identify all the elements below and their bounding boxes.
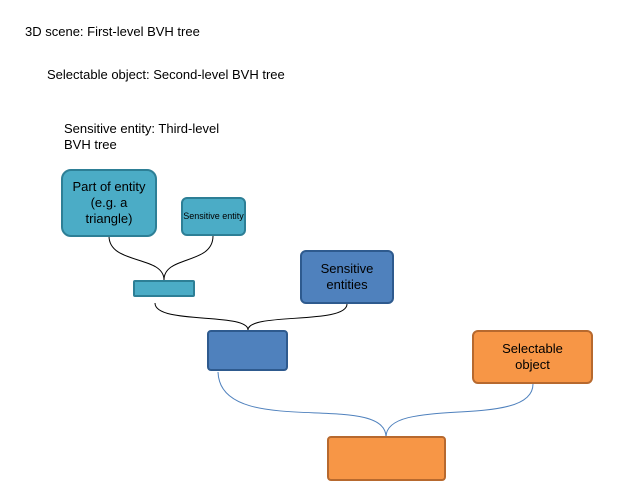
connector-part-to-leaf <box>108 235 165 281</box>
selectable-object-label: Selectable object <box>502 341 563 372</box>
connector-sensitive-entity-to-leaf <box>163 235 214 281</box>
selectable-object-title: Selectable object: Second-level BVH tree <box>47 67 285 82</box>
first-level-node <box>327 436 446 481</box>
connector-selectable-to-root <box>217 371 387 438</box>
sensitive-entity-node: Sensitive entity <box>181 197 246 236</box>
sensitive-entity-small-label: Sensitive entity <box>183 211 244 221</box>
connector-third-level-to-node <box>154 302 249 331</box>
part-of-entity-label: Part of entity (e.g. a triangle) <box>72 179 146 226</box>
sensitive-entities-label: Sensitive entities <box>320 261 374 292</box>
second-level-node <box>207 330 288 371</box>
sensitive-entities-node: Sensitive entities <box>300 250 394 304</box>
connector-selectable-object-to-root <box>385 383 534 438</box>
part-of-entity-node: Part of entity (e.g. a triangle) <box>61 169 157 237</box>
selectable-object-node: Selectable object <box>472 330 593 384</box>
sensitive-entity-title: Sensitive entity: Third-level BVH tree <box>64 121 220 152</box>
connector-sensitive-entities-to-node <box>247 303 348 331</box>
third-level-node <box>133 280 195 297</box>
scene-title: 3D scene: First-level BVH tree <box>25 24 200 39</box>
